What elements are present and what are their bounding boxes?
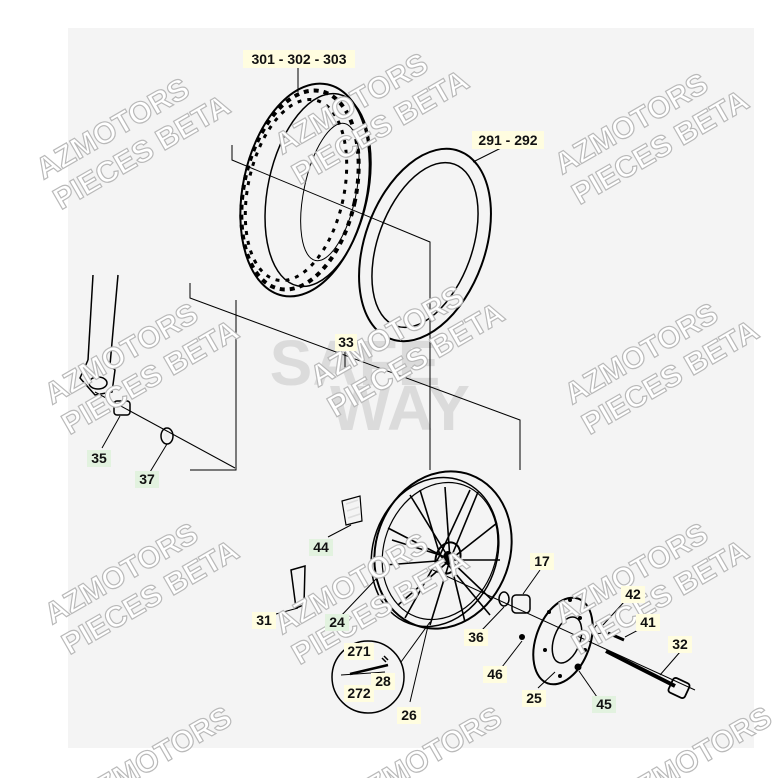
spacer-right-part — [511, 594, 531, 614]
label-washer: 42 — [621, 586, 645, 603]
label-axle-text: 32 — [672, 636, 688, 652]
label-nipple-text: 28 — [375, 673, 391, 689]
label-seal-left-text: 37 — [139, 471, 155, 487]
label-nut-text: 45 — [596, 696, 612, 712]
spacer-left-part — [113, 400, 131, 416]
label-spoke: 272 — [344, 685, 374, 702]
label-disc-bolt: 46 — [483, 666, 507, 683]
label-axle-assembly-text: 33 — [338, 334, 354, 350]
assembly-guide-lines — [94, 145, 696, 691]
leader-lines — [101, 68, 681, 703]
background-logo-line2: WAY — [330, 372, 470, 444]
inner-tube — [358, 147, 492, 343]
tire — [239, 82, 372, 298]
label-nut: 45 — [592, 696, 616, 713]
label-nipple: 28 — [371, 673, 395, 690]
nut-part — [574, 663, 582, 671]
brake-disc — [532, 596, 594, 686]
label-spoke-set: 271 — [344, 643, 374, 660]
label-tire-text: 301 - 302 - 303 — [252, 51, 347, 67]
label-rim: 24 — [325, 614, 349, 631]
hub-part — [434, 541, 462, 575]
label-seal-right: 36 — [464, 629, 488, 646]
fork-leg — [79, 274, 119, 396]
label-hub: 26 — [397, 707, 421, 724]
axle-part — [605, 649, 691, 699]
seal-right-part — [498, 591, 510, 607]
label-screw: 41 — [636, 614, 660, 631]
label-rim-tape-text: 44 — [313, 539, 329, 555]
rim-lock-part — [290, 564, 306, 610]
label-rim-tape: 44 — [309, 539, 333, 556]
label-screw-text: 41 — [640, 614, 656, 630]
rim-tape-part — [341, 495, 363, 526]
label-rim-lock-text: 31 — [256, 612, 272, 628]
label-tube: 291 - 292 — [472, 131, 544, 149]
spoke-inset — [331, 621, 431, 714]
label-seal-right-text: 36 — [468, 629, 484, 645]
label-spoke-set-text: 271 — [347, 643, 371, 659]
label-rim-lock: 31 — [252, 612, 276, 629]
disc-bolt-part — [519, 634, 525, 640]
screw-part — [607, 631, 625, 642]
label-axle-assembly: 33 — [335, 334, 357, 351]
label-spoke-text: 272 — [347, 685, 371, 701]
label-disc: 25 — [522, 690, 546, 707]
label-disc-text: 25 — [526, 690, 542, 706]
label-tube-text: 291 - 292 — [478, 132, 537, 148]
label-spacer-right: 17 — [530, 553, 554, 570]
label-hub-text: 26 — [401, 707, 417, 723]
label-axle: 32 — [668, 636, 692, 653]
label-spacer-left-text: 35 — [91, 450, 107, 466]
label-spacer-right-text: 17 — [534, 553, 550, 569]
label-tire: 301 - 302 - 303 — [243, 50, 355, 68]
label-spacer-left: 35 — [87, 450, 111, 467]
washer-part — [594, 624, 604, 634]
label-rim-text: 24 — [329, 614, 345, 630]
part-labels: 301 - 302 - 303 291 - 292 33 35 37 44 31 — [87, 50, 692, 724]
label-washer-text: 42 — [625, 586, 641, 602]
label-seal-left: 37 — [135, 471, 159, 488]
label-disc-bolt-text: 46 — [487, 666, 503, 682]
rim — [370, 470, 513, 630]
